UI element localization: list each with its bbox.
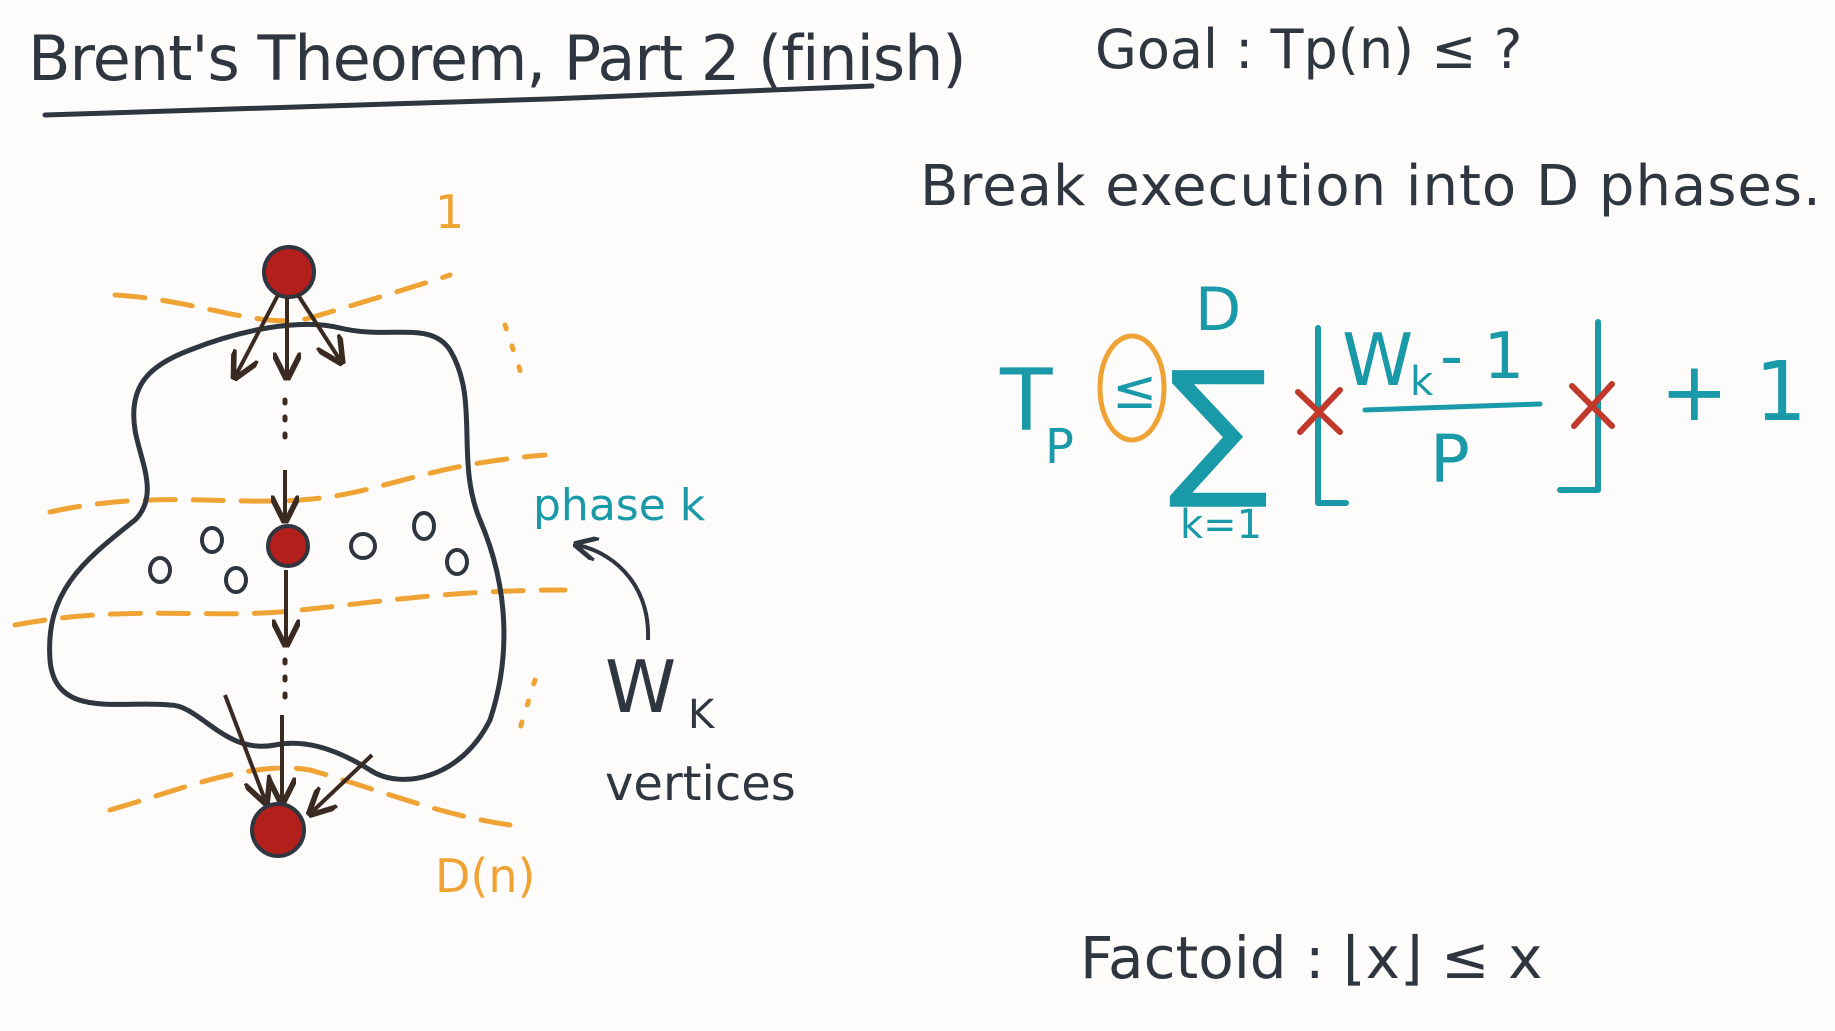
page-title: Brent's Theorem, Part 2 (finish)	[28, 22, 966, 95]
numerator-rest: - 1	[1440, 320, 1524, 394]
vertex-small	[200, 526, 224, 554]
title-underline	[42, 83, 875, 118]
factoid-text: Factoid : ⌊x⌋ ≤ x	[1080, 924, 1542, 992]
edge-arrow	[312, 753, 374, 812]
formula-T: T	[999, 351, 1053, 451]
phase-last-label: D(n)	[435, 849, 535, 903]
phase-k-vertex	[266, 524, 310, 568]
formula-plus-one: + 1	[1660, 345, 1807, 440]
dag-diagram: 1 D(n) phase k W K vertices	[12, 185, 796, 903]
sink-vertex	[250, 802, 306, 858]
vertex-small	[412, 511, 436, 541]
vertex-small	[148, 556, 172, 584]
numerator-subscript: k	[1410, 359, 1434, 405]
formula-relation: ≤	[1112, 358, 1157, 421]
sum-upper-limit: D	[1195, 275, 1241, 345]
edge-arrow	[236, 294, 280, 375]
floor-bracket-right	[1557, 319, 1601, 493]
phase-k-label: phase k	[533, 480, 706, 531]
edge-arrow	[296, 293, 340, 360]
phase-statement: Break execution into D phases.	[920, 154, 1822, 219]
sum-lower-limit: k=1	[1180, 502, 1262, 548]
side-dots-top	[502, 322, 528, 388]
dag-blob-outline	[47, 321, 507, 782]
strike-mark-left	[1295, 387, 1343, 435]
fraction-bar	[1362, 401, 1543, 413]
phase-first-label: 1	[435, 185, 464, 239]
wk-subscript: K	[688, 692, 716, 738]
side-dots-bottom	[515, 677, 538, 738]
vertex-small	[349, 532, 377, 560]
goal-text: Goal : Tp(n) ≤ ?	[1095, 18, 1522, 81]
vertices-label: vertices	[605, 756, 796, 812]
floor-bracket-left	[1315, 325, 1349, 506]
brent-bound-formula: T P ≤ D ∑ k=1 W k - 1 P + 1	[999, 275, 1807, 548]
source-vertex	[262, 245, 316, 299]
vertex-small	[224, 566, 248, 594]
wk-label: W	[605, 645, 676, 729]
formula-T-subscript: P	[1045, 419, 1074, 475]
sum-symbol: ∑	[1168, 340, 1269, 514]
phase-boundary-line	[47, 452, 548, 515]
edge-arrow	[223, 694, 265, 800]
numerator-W: W	[1342, 318, 1413, 402]
strike-mark-right	[1569, 381, 1615, 429]
phase-boundary-line	[12, 587, 568, 628]
denominator-P: P	[1430, 421, 1470, 498]
phase-boundary-line	[107, 765, 513, 828]
phase-boundary-line	[112, 272, 453, 324]
vertex-small	[445, 548, 469, 576]
relation-highlight-circle	[1097, 333, 1167, 443]
curved-arrow	[578, 545, 651, 641]
